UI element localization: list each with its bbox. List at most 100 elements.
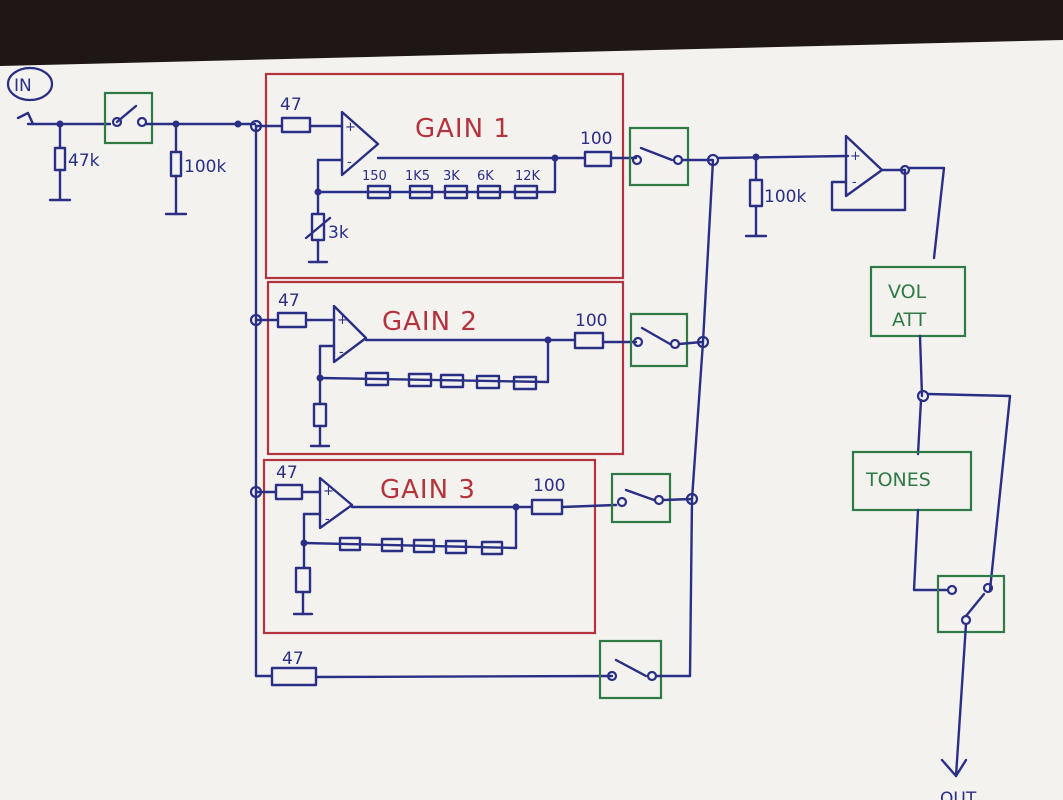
ladder-resistor bbox=[407, 372, 433, 388]
wire bbox=[314, 674, 614, 679]
resistor-label: 100 bbox=[533, 476, 565, 496]
resistor-label: 100k bbox=[184, 157, 226, 177]
switch-contact bbox=[616, 496, 628, 508]
wire bbox=[560, 503, 618, 509]
switch-lever bbox=[624, 488, 656, 502]
ladder-resistor bbox=[364, 371, 390, 387]
ladder-label: 150 bbox=[362, 169, 387, 184]
output-arrow bbox=[940, 758, 968, 778]
switch-contact bbox=[111, 116, 123, 128]
ladder-resistor bbox=[475, 374, 501, 390]
tones-label: TONES bbox=[865, 469, 931, 491]
wire bbox=[954, 622, 968, 778]
wire bbox=[912, 508, 950, 592]
junction-node bbox=[916, 389, 930, 403]
gain3-switch-box bbox=[610, 472, 672, 524]
opamp-minus: - bbox=[852, 175, 857, 190]
gain2-stage-box bbox=[266, 280, 625, 456]
ladder-resistor bbox=[412, 538, 436, 554]
resistor-label: 47k bbox=[68, 151, 100, 171]
opamp-minus: - bbox=[325, 512, 330, 527]
gain3-title: GAIN 3 bbox=[380, 475, 476, 505]
switch-lever bbox=[639, 146, 674, 162]
switch-contact bbox=[982, 582, 994, 594]
gain2-switch-box bbox=[629, 312, 689, 368]
gain2-opamp bbox=[332, 304, 368, 364]
resistor-label: 47 bbox=[278, 291, 300, 311]
ladder-label: 12K bbox=[515, 169, 541, 184]
tone-bypass-wire bbox=[926, 392, 1012, 592]
wire bbox=[716, 154, 850, 160]
opamp-plus: + bbox=[337, 313, 348, 328]
gain1-stage-box bbox=[264, 72, 625, 280]
gain3-opamp bbox=[318, 476, 354, 530]
resistor-label: 100 bbox=[575, 311, 607, 331]
junction-node bbox=[899, 164, 911, 176]
gain1-title: GAIN 1 bbox=[415, 114, 511, 144]
paper-sheet bbox=[0, 40, 1063, 800]
resistor-label: 47 bbox=[276, 463, 298, 483]
wire bbox=[918, 334, 924, 398]
tones-block bbox=[851, 450, 973, 512]
input-label: IN bbox=[14, 76, 32, 96]
junction-dot bbox=[300, 539, 308, 547]
vol-att-label-1: VOL bbox=[888, 281, 927, 303]
gain1-opamp bbox=[340, 110, 380, 177]
ladder-resistor bbox=[513, 184, 539, 200]
opamp-minus: - bbox=[339, 345, 344, 360]
resistor-label: 100k bbox=[764, 187, 806, 207]
switch-contact bbox=[631, 154, 643, 166]
ladder-resistor bbox=[380, 537, 404, 553]
switch-lever bbox=[964, 592, 986, 618]
junction-dot bbox=[234, 120, 242, 128]
ladder-resistor bbox=[338, 536, 362, 552]
buffer-feedback bbox=[830, 168, 907, 212]
bypass-switch-box bbox=[598, 639, 663, 700]
wire bbox=[916, 398, 923, 456]
tone-switch-box bbox=[936, 574, 1006, 634]
ladder-label: 3K bbox=[443, 169, 460, 184]
gain2-ladder-wire bbox=[318, 376, 550, 384]
switch-contact bbox=[632, 336, 644, 348]
ladder-label: 6K bbox=[477, 169, 494, 184]
junction-dot bbox=[316, 374, 324, 382]
opamp-plus: + bbox=[850, 149, 861, 164]
output-bus bbox=[688, 158, 715, 678]
input-switch-box bbox=[103, 91, 154, 145]
ladder-resistor bbox=[408, 184, 434, 200]
gain2-title: GAIN 2 bbox=[382, 307, 478, 337]
ladder-resistor bbox=[439, 373, 465, 389]
switch-lever bbox=[614, 658, 648, 678]
opamp-minus: - bbox=[347, 155, 352, 170]
gain3-stage-box bbox=[262, 458, 597, 635]
vol-att-block bbox=[869, 265, 967, 338]
ladder-resistor bbox=[480, 540, 504, 556]
switch-contact bbox=[606, 670, 618, 682]
ladder-label: 1K5 bbox=[405, 169, 430, 184]
switch-lever bbox=[115, 104, 138, 124]
resistor-label: 3k bbox=[328, 223, 349, 243]
gain1-switch-box bbox=[628, 126, 690, 187]
wire bbox=[907, 166, 946, 260]
ladder-resistor bbox=[444, 539, 468, 555]
opamp-plus: + bbox=[345, 120, 356, 135]
ladder-resistor bbox=[512, 375, 538, 391]
output-label: OUT bbox=[940, 789, 977, 800]
opamp-plus: + bbox=[323, 484, 334, 499]
vol-att-label-2: ATT bbox=[892, 309, 927, 331]
ladder-resistor bbox=[476, 184, 502, 200]
pot-arrow bbox=[304, 216, 332, 240]
switch-contact bbox=[946, 584, 958, 596]
resistor-label: 47 bbox=[280, 95, 302, 115]
switch-lever bbox=[640, 326, 672, 346]
resistor-label: 47 bbox=[282, 649, 304, 669]
ladder-resistor bbox=[443, 184, 469, 200]
ladder-resistor bbox=[366, 184, 392, 200]
switch-contact bbox=[136, 116, 148, 128]
input-terminal bbox=[16, 111, 35, 126]
resistor-100 bbox=[573, 331, 605, 350]
buffer-opamp bbox=[844, 134, 884, 198]
input-label-circle bbox=[6, 66, 54, 102]
